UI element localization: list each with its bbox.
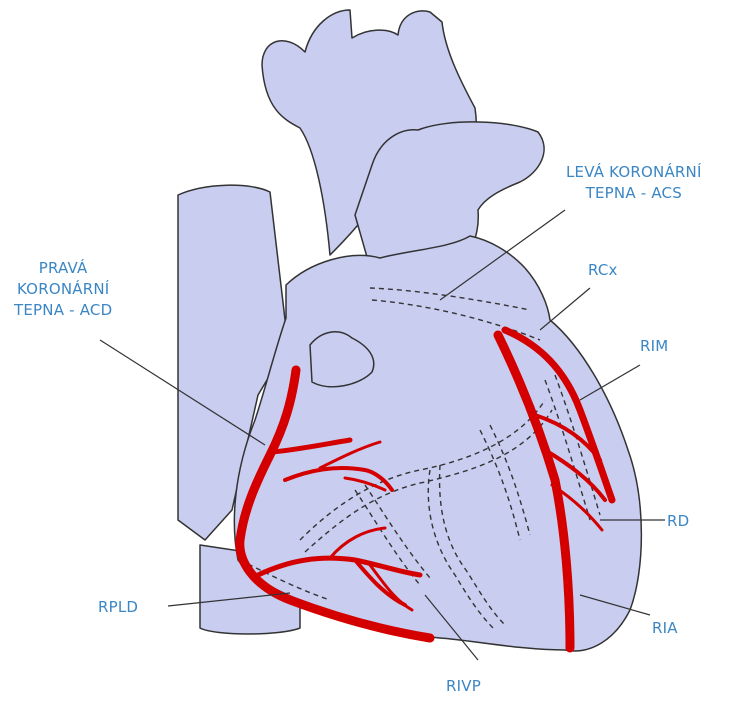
label-rcx: RCx bbox=[588, 260, 618, 281]
label-prava-line1: PRAVÁ bbox=[14, 258, 112, 279]
label-rd: RD bbox=[667, 511, 689, 532]
label-prava-line2: KORONÁRNÍ bbox=[14, 279, 112, 300]
label-rivp: RIVP bbox=[446, 676, 481, 697]
ventricles bbox=[234, 236, 641, 651]
label-rim: RIM bbox=[640, 336, 668, 357]
label-prava-koronarni-tepna: PRAVÁ KORONÁRNÍ TEPNA - ACD bbox=[14, 258, 112, 321]
label-leva-koronarni-tepna: LEVÁ KORONÁRNÍ TEPNA - ACS bbox=[566, 162, 702, 204]
label-rpld: RPLD bbox=[98, 597, 138, 618]
label-prava-line3: TEPNA - ACD bbox=[14, 300, 112, 321]
label-leva-line1: LEVÁ KORONÁRNÍ bbox=[566, 162, 702, 183]
label-leva-line2: TEPNA - ACS bbox=[566, 183, 702, 204]
label-ria: RIA bbox=[652, 618, 678, 639]
